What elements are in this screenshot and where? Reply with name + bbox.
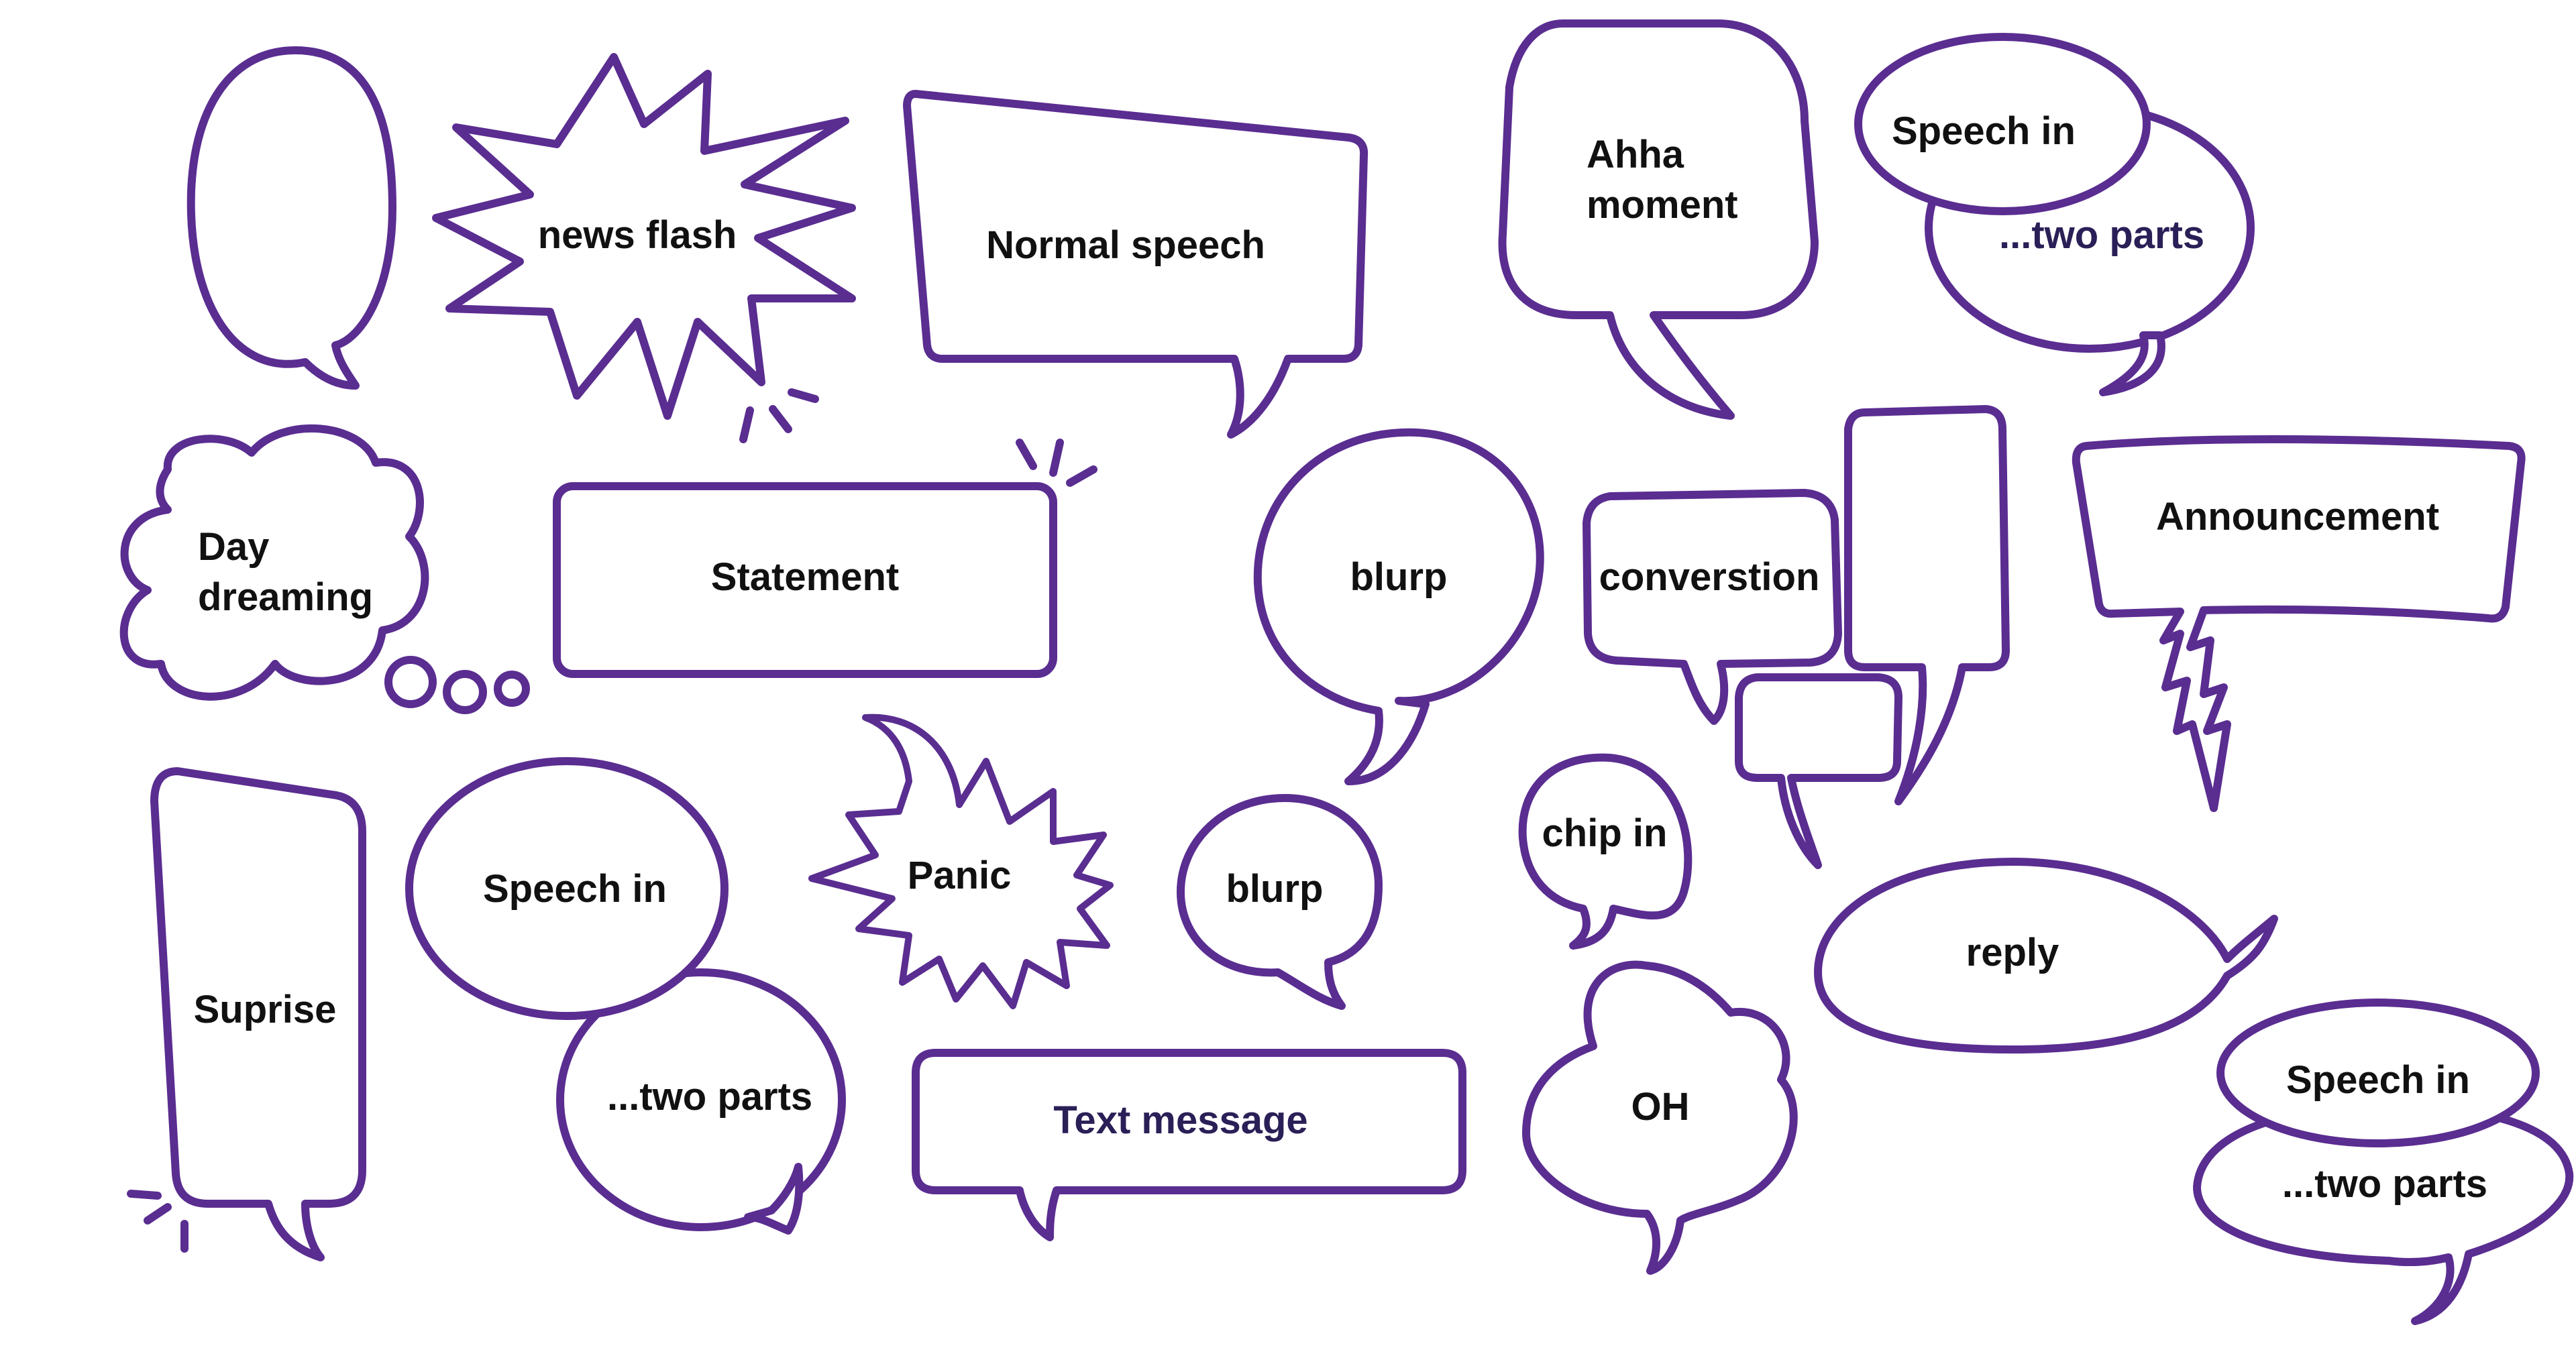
conversation-main-bubble <box>1582 489 1842 725</box>
conversation-label: converstion <box>1599 555 1820 599</box>
two-parts-bubble-left <box>405 757 846 1235</box>
chip-in-label: chip in <box>1542 811 1668 855</box>
chip-in-bubble <box>1518 753 1693 950</box>
blurp-large-bubble <box>1253 428 1544 785</box>
conversation-small-bubble <box>1735 673 1902 869</box>
surprise-burst-marks <box>127 1190 189 1253</box>
ahha-label-line1: Ahha <box>1587 133 1684 176</box>
statement-burst-marks <box>1016 439 1097 487</box>
news-flash-label: news flash <box>538 213 737 257</box>
surprise-tall-bubble <box>150 767 366 1261</box>
news-flash-bubble <box>432 53 856 420</box>
reply-label: reply <box>1966 931 2059 974</box>
news-flash-burst-marks <box>739 388 819 443</box>
announcement-label: Announcement <box>2156 495 2439 538</box>
day-dreaming-thought-bubble <box>119 424 530 714</box>
two-parts-top-line1: Speech in <box>1892 109 2076 153</box>
panic-label: Panic <box>908 854 1012 897</box>
statement-box <box>553 482 1057 678</box>
two-parts-bottom-line2: ...two parts <box>2282 1162 2487 1206</box>
two-parts-bottom-line1: Speech in <box>2286 1058 2470 1102</box>
day-dreaming-line2: dreaming <box>198 575 373 619</box>
panic-spiky-bubble <box>808 714 1114 1009</box>
ahha-label-line2: moment <box>1587 183 1738 227</box>
ahha-moment-bubble <box>1498 19 1819 420</box>
conversation-tall-bubble <box>1844 405 2010 805</box>
two-parts-bubble-bottom-right <box>2193 999 2574 1325</box>
reply-bubble <box>1814 858 2278 1054</box>
statement-label: Statement <box>711 555 899 599</box>
two-parts-left-line2: ...two parts <box>607 1075 812 1119</box>
blurp-small-bubble <box>1177 794 1383 1010</box>
oh-label: OH <box>1631 1085 1690 1129</box>
text-message-label: Text message <box>1053 1098 1307 1142</box>
empty-oval-bubble <box>186 46 396 390</box>
two-parts-top-line2: ...two parts <box>1999 213 2204 257</box>
oh-cloud-bubble <box>1522 960 1798 1275</box>
surprise-label: Suprise <box>194 988 337 1031</box>
normal-speech-bubble <box>903 90 1368 439</box>
two-parts-bubble-top-right <box>1854 33 2255 396</box>
normal-speech-label: Normal speech <box>986 223 1265 267</box>
announcement-banner-bubble <box>2072 435 2526 812</box>
blurp-large-label: blurp <box>1350 555 1448 599</box>
text-message-bubble <box>912 1049 1466 1241</box>
day-dreaming-line1: Day <box>198 525 269 569</box>
blurp-small-label: blurp <box>1226 867 1324 911</box>
two-parts-left-line1: Speech in <box>483 867 667 911</box>
